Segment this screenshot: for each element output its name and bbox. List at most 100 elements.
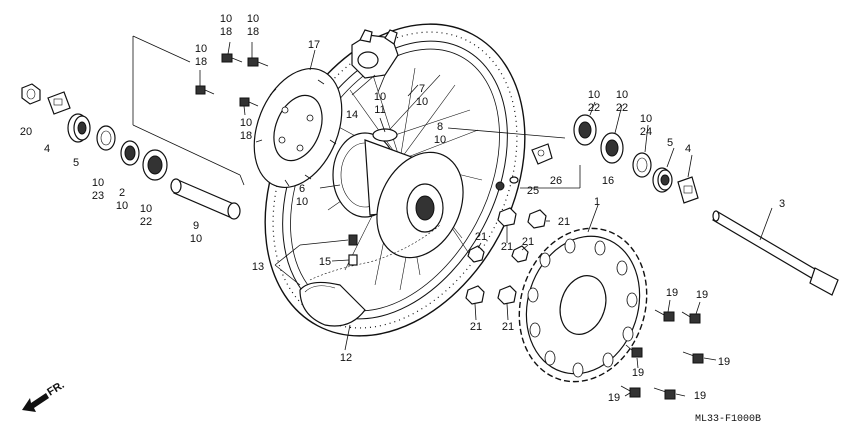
callout-line: 10 [116,200,128,212]
callout-line: 3 [779,198,785,210]
callout-line: 10 [374,91,386,103]
callout-line: 15 [319,256,331,268]
callout-line: 21 [558,216,570,228]
callout-line: 10 [92,177,104,189]
callout-line: 10 [220,13,232,25]
callout-line: 22 [616,102,628,114]
callout-line: 18 [240,130,252,142]
callout-line: 5 [73,157,79,169]
callout-line: 19 [694,390,706,402]
callout-line: 10 [588,89,600,101]
callout-c21b: 21 [475,231,487,243]
callout-c21c: 21 [501,241,513,253]
leader-lines-left [132,35,245,186]
callout-c19e: 19 [608,392,620,404]
callout-line: 26 [550,175,562,187]
callout-c5a: 5 [73,157,79,169]
callout-c5b: 5 [667,137,673,149]
side-collar-left [67,113,91,143]
callout-line: 12 [340,352,352,364]
callout-line: 4 [685,143,691,155]
callout-c19f: 19 [694,390,706,402]
rear-axle [712,210,839,296]
callout-c4a: 4 [44,143,50,155]
axle-nut [21,83,41,105]
chain-adjuster-right [677,176,699,204]
wheel-hub [332,128,464,259]
callout-line: 10 [616,89,628,101]
callout-line: 19 [666,287,678,299]
sprocket-nuts [465,207,547,305]
callout-c19d: 19 [718,356,730,368]
callout-line: 19 [696,289,708,301]
callout-c21f: 21 [502,321,514,333]
rim-lock [351,29,399,79]
callout-line: 21 [470,321,482,333]
callout-c19c: 19 [632,367,644,379]
callout-line: 11 [374,104,385,116]
callout-c4b: 4 [685,143,691,155]
callout-line: 18 [220,26,232,38]
callout-line: 24 [640,126,652,138]
leader-lines [199,41,773,397]
front-direction-arrow-icon: FR. [22,379,67,412]
callout-c15: 15 [319,256,331,268]
callout-line: 10 [416,96,428,108]
callout-line: 14 [346,109,358,121]
callout-c13: 13 [252,261,264,273]
callout-line: 10 [434,134,446,146]
callout-line: 8 [437,121,443,133]
bearing-right-1 [573,114,597,146]
callout-c3: 3 [779,198,785,210]
callout-line: 2 [119,187,125,199]
callout-line: 1 [594,196,600,208]
callout-line: 19 [632,367,644,379]
callout-line: 18 [195,56,207,68]
callout-line: 10 [140,203,152,215]
callout-c26: 26 [550,175,562,187]
callout-line: 4 [44,143,50,155]
callout-line: 19 [718,356,730,368]
callout-line: 10 [190,233,202,245]
callout-c21d: 21 [522,236,534,248]
callout-line: 23 [92,190,104,202]
callout-line: 20 [20,126,32,138]
callout-c19b: 19 [696,289,708,301]
callout-line: 10 [195,43,207,55]
callout-line: 17 [308,39,320,51]
side-collar-right [652,167,673,193]
callout-line: 19 [608,392,620,404]
driven-sprocket [518,227,648,383]
callout-line: 6 [299,183,305,195]
callout-line: 21 [502,321,514,333]
callout-c21e: 21 [470,321,482,333]
small-hardware-25-26 [495,143,553,191]
callout-c12: 12 [340,352,352,364]
callout-c14: 14 [346,109,358,121]
callout-line: 25 [527,185,539,197]
brake-disc [253,67,343,189]
bearing-left [142,149,168,181]
callout-line: 18 [247,26,259,38]
bearing-right-2 [600,132,624,164]
callout-line: 7 [419,83,425,95]
diagram-code: ML33-F1000B [695,414,761,425]
callout-line: 13 [252,261,264,273]
callout-line: 9 [193,220,199,232]
sprocket-bolts [620,309,704,400]
callout-line: 22 [140,216,152,228]
callout-line: 5 [667,137,673,149]
